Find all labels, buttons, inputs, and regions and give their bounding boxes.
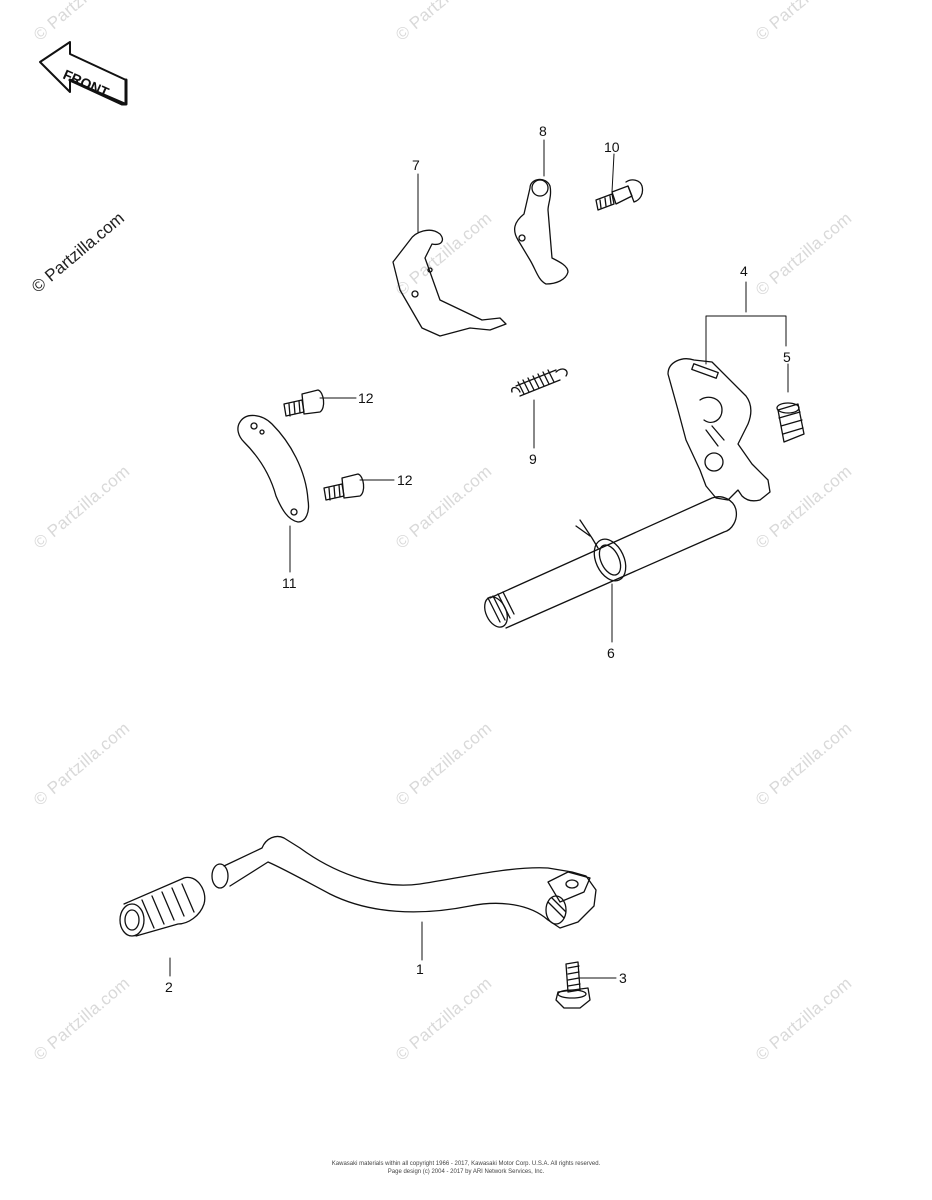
callout-8: 8 [539,123,547,139]
part-7-bracket [392,229,507,337]
part-10-bolt [595,179,644,211]
callout-10: 10 [604,139,620,155]
part-12-bolt-upper [283,389,325,417]
callout-7: 7 [412,157,420,173]
callout-3: 3 [619,970,627,986]
part-9-spring [511,368,568,397]
part-8-lever [513,178,569,285]
part-5-roller [776,402,805,443]
callout-12b: 12 [397,472,413,488]
callout-4: 4 [740,263,748,279]
callout-5: 5 [783,349,791,365]
part-1-shift-pedal [211,835,597,929]
part-6-ring [593,538,627,582]
part-4-shift-shaft [484,358,771,629]
callout-6: 6 [607,645,615,661]
callout-2: 2 [165,979,173,995]
part-12-bolt-lower [323,473,365,501]
callout-11: 11 [282,575,297,591]
front-arrow-icon [39,41,128,106]
footer-copyright: Kawasaki materials within all copyright … [331,1161,601,1167]
leader-lines [169,139,789,979]
callout-9: 9 [529,451,537,467]
footer-design-credit: Page design (c) 2004 - 2017 by ARI Netwo… [387,1169,545,1175]
part-2-pedal-rubber [119,876,206,937]
callout-1: 1 [416,961,424,977]
part-11-plate [237,414,310,523]
callout-12a: 12 [358,390,374,406]
part-3-flange-bolt [555,961,591,1009]
